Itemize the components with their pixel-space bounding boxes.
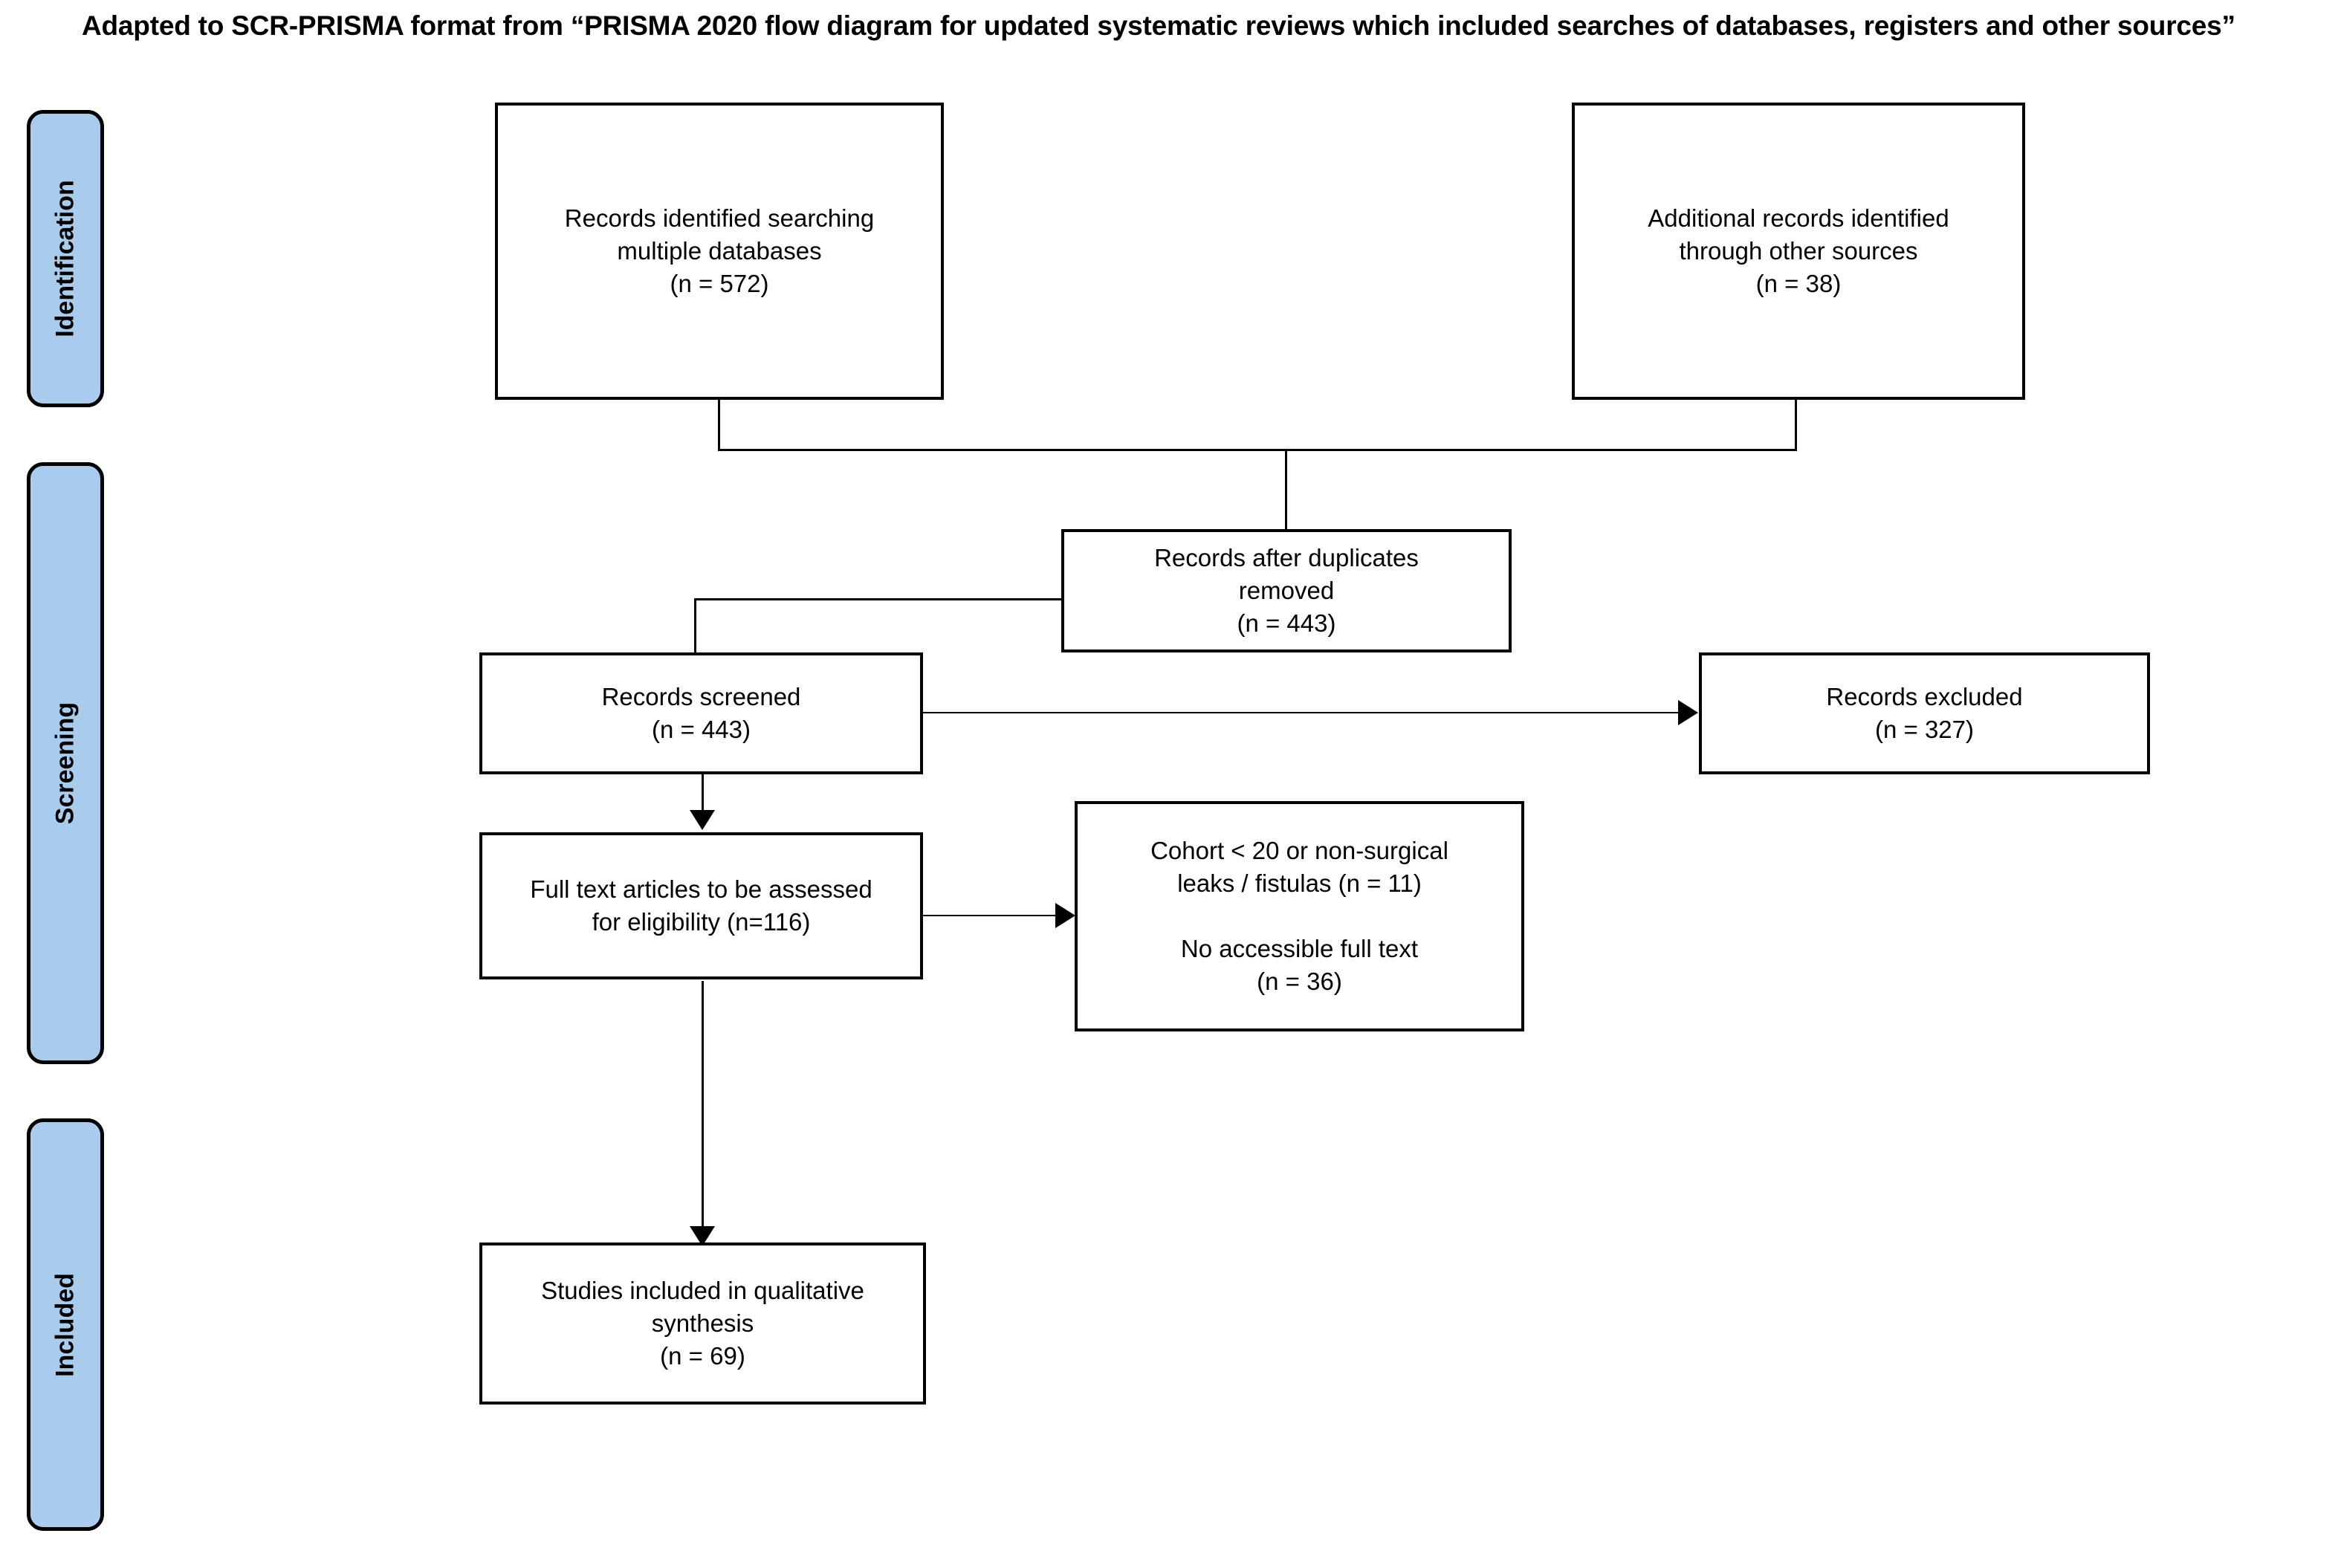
- connector-fulltext-to-reasons-line: [922, 915, 1070, 916]
- phase-label-screening: Screening: [51, 702, 80, 825]
- arrow-screened-to-excluded: [1678, 700, 1698, 725]
- arrow-fulltext-to-reasons: [1055, 903, 1075, 928]
- connector-databases-stub: [718, 398, 720, 450]
- connector-fulltext-to-studies-line: [702, 981, 704, 1243]
- connector-duplicates-down: [694, 598, 696, 655]
- box-records-after-duplicates-text: Records after duplicates removed (n = 44…: [1154, 544, 1419, 637]
- box-additional-records-other-sources: Additional records identified through ot…: [1572, 103, 2025, 400]
- box-studies-included-text: Studies included in qualitative synthesi…: [541, 1277, 864, 1370]
- box-full-text-assessed-text: Full text articles to be assessed for el…: [530, 875, 872, 936]
- connector-duplicates-left: [694, 598, 1066, 600]
- phase-bar-identification: Identification: [27, 110, 104, 407]
- box-full-text-excluded-reasons: Cohort < 20 or non-surgical leaks / fist…: [1075, 801, 1524, 1031]
- box-full-text-excluded-reasons-text: Cohort < 20 or non-surgical leaks / fist…: [1150, 837, 1448, 995]
- phase-label-identification: Identification: [51, 180, 80, 337]
- box-records-excluded-text: Records excluded (n = 327): [1826, 683, 2023, 743]
- box-records-excluded: Records excluded (n = 327): [1699, 652, 2150, 774]
- box-records-after-duplicates: Records after duplicates removed (n = 44…: [1061, 529, 1512, 652]
- box-records-identified-databases-text: Records identified searching multiple da…: [564, 204, 875, 297]
- phase-label-included: Included: [51, 1272, 80, 1377]
- connector-screened-to-excluded-line: [922, 712, 1692, 713]
- box-records-identified-databases: Records identified searching multiple da…: [495, 103, 944, 400]
- connector-bus-to-duplicates: [1285, 449, 1287, 531]
- box-records-screened-text: Records screened (n = 443): [601, 683, 801, 743]
- phase-bar-screening: Screening: [27, 462, 104, 1064]
- box-studies-included: Studies included in qualitative synthesi…: [479, 1243, 926, 1405]
- box-additional-records-other-sources-text: Additional records identified through ot…: [1648, 204, 1949, 297]
- box-records-screened: Records screened (n = 443): [479, 652, 923, 774]
- connector-other-sources-stub: [1795, 398, 1797, 450]
- arrow-screened-to-fulltext: [690, 810, 715, 830]
- connector-screened-to-fulltext-line: [702, 773, 704, 823]
- connector-identification-bus: [718, 449, 1797, 451]
- box-full-text-assessed: Full text articles to be assessed for el…: [479, 832, 923, 979]
- phase-bar-included: Included: [27, 1118, 104, 1531]
- page-title: Adapted to SCR-PRISMA format from “PRISM…: [82, 10, 2235, 41]
